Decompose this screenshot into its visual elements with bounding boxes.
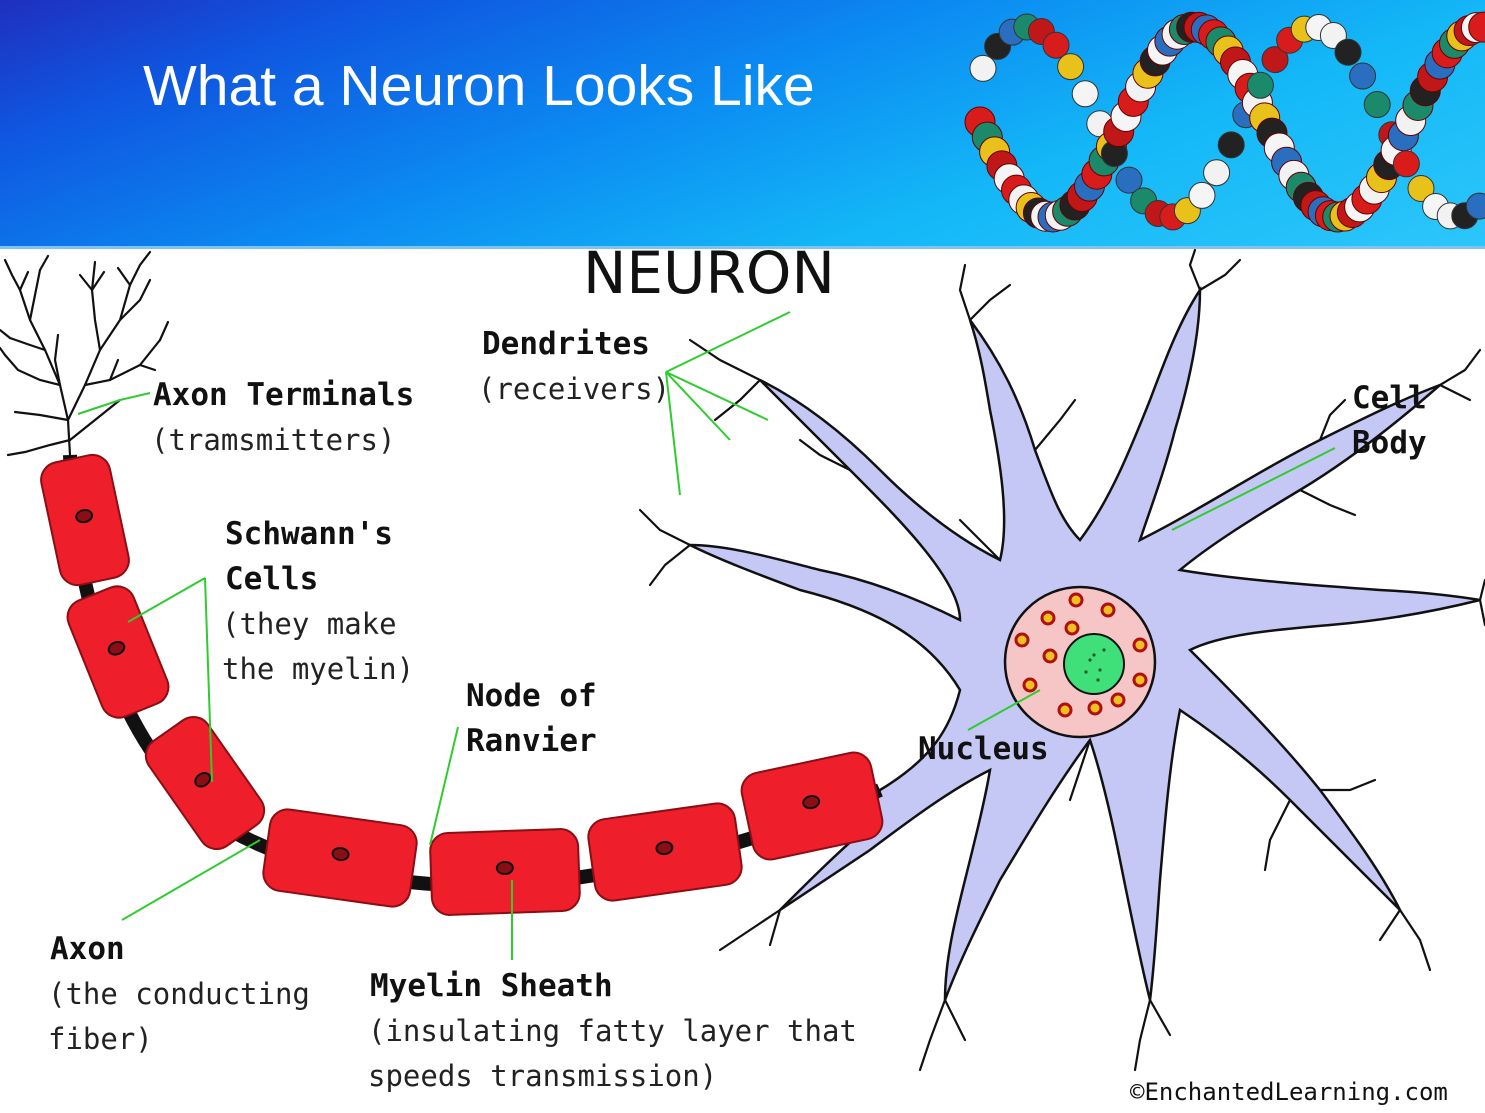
dna-bead [1334, 38, 1362, 66]
myelin-sheath-sublabel-line2: speeds transmission) [368, 1059, 718, 1093]
schwann-cells-label-line2: Cells [225, 561, 319, 597]
myelin-segment [740, 751, 884, 861]
organelle [1132, 637, 1148, 653]
organelle [1100, 602, 1116, 618]
pointer-line [127, 577, 206, 623]
axon-label: Axon [50, 931, 125, 967]
schwann-cells-sublabel-line2: the myelin) [222, 652, 415, 686]
dendrites-label: Dendrites [482, 326, 650, 362]
dna-bead [1392, 150, 1420, 178]
organelle [1040, 610, 1056, 626]
dna-bead [1057, 53, 1085, 81]
myelin-sheath [40, 453, 884, 916]
organelle [1022, 677, 1038, 693]
dna-bead [1465, 192, 1485, 220]
dna-bead [1042, 31, 1070, 59]
dna-bead [1115, 166, 1143, 194]
myelin-sheath-label: Myelin Sheath [370, 968, 613, 1004]
pointer-line [121, 839, 261, 921]
schwann-nucleus [194, 771, 212, 788]
schwann-cells-sublabel-line1: (they make [222, 607, 397, 641]
myelin-sheath-sublabel-line1: (insulating fatty layer that [368, 1014, 857, 1048]
dna-bead [1407, 174, 1435, 202]
organelle [1110, 692, 1126, 708]
nucleolus-dot [1096, 678, 1100, 682]
schwann-nucleus [655, 840, 674, 856]
pointer-line [665, 371, 769, 421]
nucleus [1003, 585, 1157, 739]
pointer-lines [77, 311, 1336, 960]
myelin-segment [40, 453, 130, 587]
dna-bead [1203, 159, 1231, 187]
cell-body-label-line2: Body [1352, 425, 1427, 461]
dna-bead [1261, 46, 1289, 74]
pointer-line [665, 371, 681, 496]
pointer-line [77, 392, 151, 415]
dna-bead [1071, 80, 1099, 108]
node-of-ranvier-label-line2: Ranvier [466, 723, 597, 759]
axon-terminals [0, 250, 170, 457]
schwann-nucleus [331, 846, 350, 862]
node-of-ranvier-label-line1: Node of [466, 678, 597, 714]
organelle [1068, 592, 1084, 608]
dna-bead [1363, 91, 1391, 119]
organelle [1064, 620, 1080, 636]
organelle [1057, 702, 1073, 718]
pointer-line [665, 371, 731, 441]
schwann-nucleus [802, 794, 821, 810]
dna-bead [1468, 11, 1485, 43]
dna-bead [1188, 181, 1216, 209]
myelin-segment [66, 585, 170, 719]
axon-sublabel-line2: fiber) [48, 1022, 153, 1056]
nucleolus-dot [1084, 670, 1088, 674]
pointer-line [1171, 447, 1336, 531]
credit-text: ©EnchantedLearning.com [1130, 1078, 1448, 1106]
myelin-segment [587, 802, 743, 902]
nucleolus-dot [1102, 648, 1106, 652]
diagram-title: NEURON [583, 239, 835, 307]
nucleus-label: Nucleus [918, 731, 1049, 767]
cell-body-label-line1: Cell [1352, 380, 1427, 416]
nucleolus-dot [1092, 653, 1096, 657]
dna-bead [969, 54, 997, 82]
schwann-cells-label-line1: Schwann's [225, 516, 393, 552]
axon-terminals-sublabel: (tramsmitters) [151, 423, 396, 457]
dendrites-sublabel: (receivers) [478, 372, 671, 406]
myelin-segment [144, 715, 266, 851]
nucleolus-dot [1098, 668, 1102, 672]
nucleolus-dot [1088, 658, 1092, 662]
dna-helix-image [964, 11, 1485, 233]
axon-terminals-label: Axon Terminals [153, 377, 415, 413]
neuron-diagram [0, 249, 1485, 1072]
pointer-line [204, 577, 213, 783]
pointer-line [429, 726, 459, 846]
organelle [1087, 700, 1103, 716]
dna-bead [1246, 71, 1274, 99]
title-banner: What a Neuron Looks Like [0, 0, 1485, 249]
pointer-line [967, 689, 1041, 731]
myelin-segment [429, 828, 581, 916]
pointer-line [665, 311, 791, 373]
organelle [1132, 672, 1148, 688]
schwann-nucleus [107, 640, 126, 656]
schwann-nucleus [75, 508, 94, 524]
slide-title: What a Neuron Looks Like [143, 54, 815, 118]
dna-bead [1349, 62, 1377, 90]
myelin-segment [262, 808, 418, 908]
organelle [1042, 648, 1058, 664]
schwann-nucleus [495, 860, 514, 876]
axon-sublabel-line1: (the conducting [48, 977, 310, 1011]
dna-bead [1217, 131, 1245, 159]
organelle [1014, 632, 1030, 648]
